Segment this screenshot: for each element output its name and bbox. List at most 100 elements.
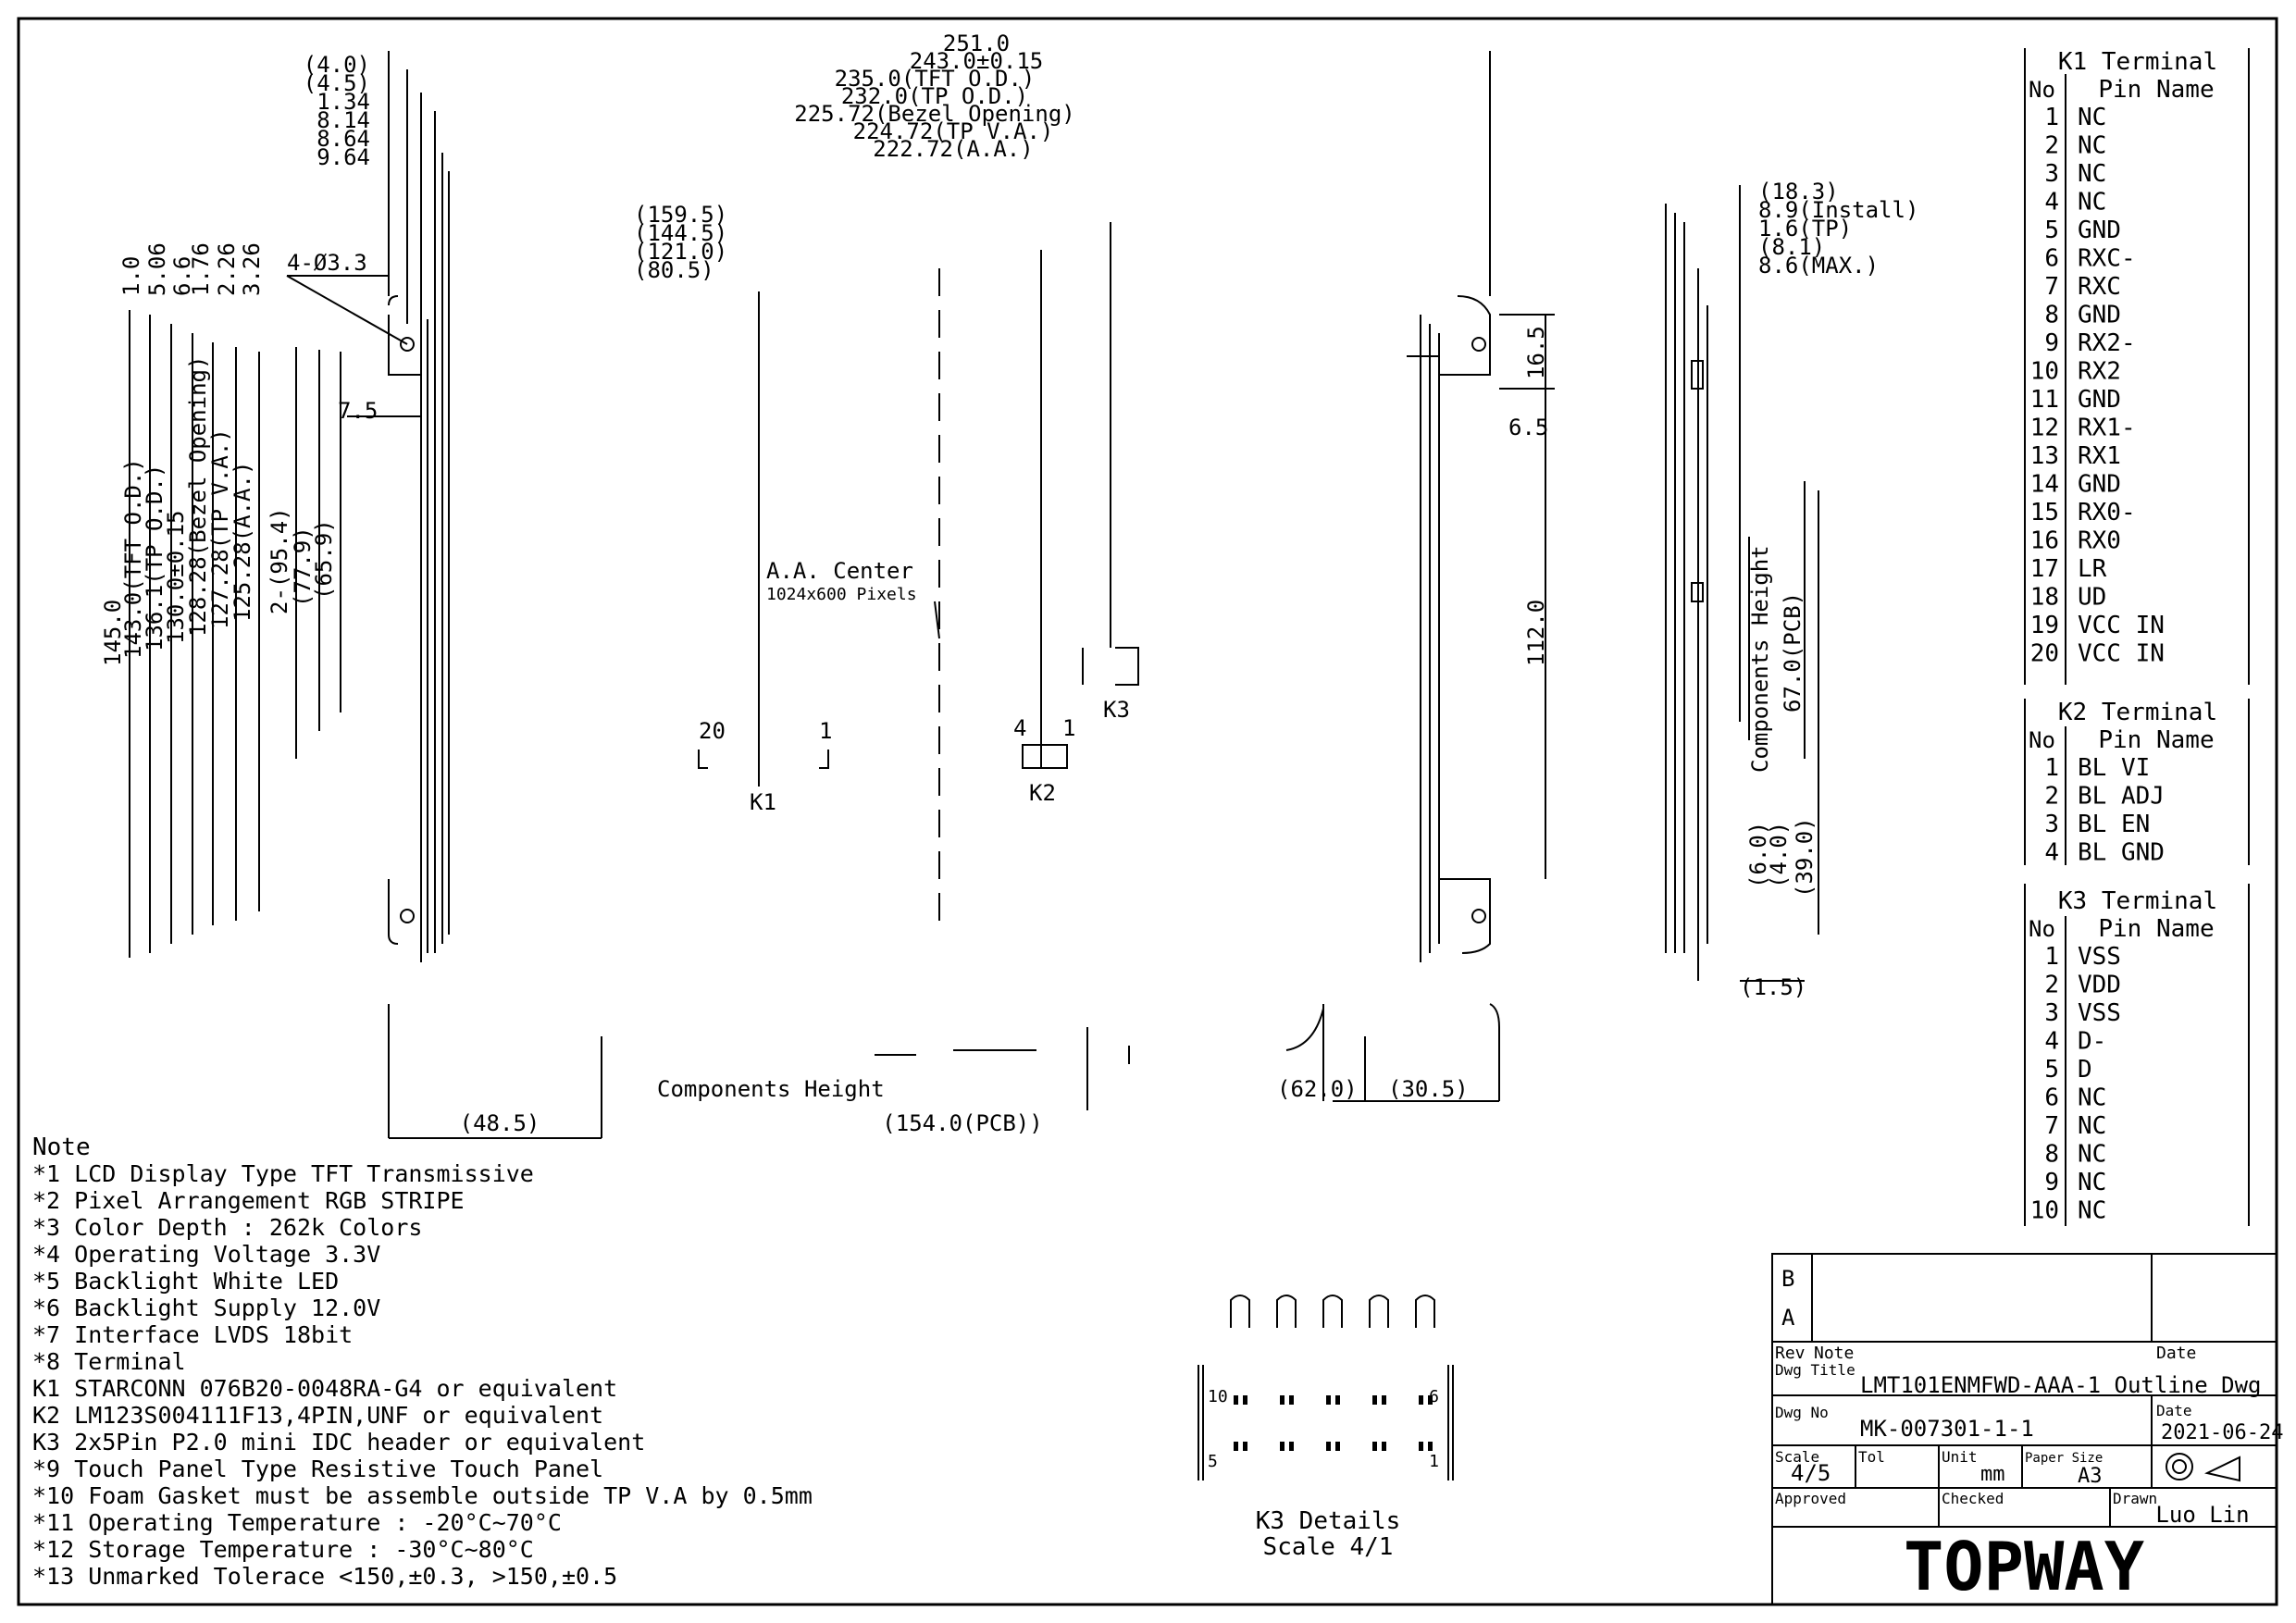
k1-table-row-no: 13 [2030,442,2059,470]
dimension-label: (80.5) [634,257,714,283]
note-line: K2 LM123S004111F13,4PIN,UNF or equivalen… [32,1402,603,1429]
k3-detail-pin: 1 [1429,1452,1439,1471]
bottom-view [601,1004,1366,1138]
k2-table-row-no: 4 [2044,839,2059,867]
note-line: *2 Pixel Arrangement RGB STRIPE [32,1187,465,1214]
k1-connector-outline [698,750,708,769]
dimension-label: 8.14 [316,107,370,133]
dimension-label: (4.5) [304,70,370,96]
dimension-label: 128.28(Bezel Opening) [185,356,211,637]
k2-pin-left: 4 [1013,715,1026,741]
dimension-label: 6.5 [1508,415,1548,440]
note-line: *9 Touch Panel Type Resistive Touch Pane… [32,1456,603,1482]
k1-table-row-name: RX2- [2078,329,2136,357]
k3-table-col-no: No [2029,916,2055,942]
k3-detail-scale: Scale 4/1 [1263,1533,1394,1561]
dimension-label: 3.26 [239,242,265,296]
k1-pin-right: 1 [819,718,832,744]
dimension-label: 7.5 [338,398,378,424]
k3-table-row-no: 9 [2044,1169,2059,1196]
note-line: *1 LCD Display Type TFT Transmissive [32,1160,534,1187]
k1-table-row-no: 19 [2030,612,2059,639]
dimension-label: 251.0 [943,31,1010,56]
k1-table-row-name: GND [2078,217,2121,244]
k1-table-row-name: VCC IN [2078,640,2165,668]
k3-table-row-name: VSS [2078,943,2121,971]
k3-table-col-name: Pin Name [2098,915,2214,943]
drawn: Luo Lin [2155,1502,2249,1528]
paper-size: A3 [2078,1465,2103,1488]
dimension-label: 224.72(TP V.A.) [853,118,1054,144]
dimension-label: 9.64 [316,144,370,170]
rev-header: Rev [1775,1344,1806,1363]
note-line: *11 Operating Temperature : -20°C~70°C [32,1509,562,1536]
k1-table-row-name: VCC IN [2078,612,2165,639]
dimension-label: (18.3) [1758,179,1839,204]
k1-table-row-name: RX2 [2078,358,2121,386]
k1-table-row-no: 10 [2030,358,2059,386]
k3-table-row-name: VSS [2078,999,2121,1027]
dimension-label: 232.0(TP O.D.) [841,83,1028,109]
dimension-label: 112.0 [1523,600,1549,666]
k2-table-row-name: BL EN [2078,811,2150,838]
k2-table-row-name: BL GND [2078,839,2165,867]
k2-table-col-no: No [2029,727,2055,753]
k1-table-row-name: RX1 [2078,442,2121,470]
k2-table-row-name: BL VI [2078,754,2150,782]
dimension-label: (4.0) [304,52,370,78]
dimension-label: (39.0) [1792,817,1818,898]
k1-table-row-no: 5 [2044,217,2059,244]
dwg-title-header: Dwg Title [1775,1361,1855,1379]
k3-table-row-name: NC [2078,1084,2106,1112]
unit-header: Unit [1942,1448,1978,1466]
k1-table-row-no: 18 [2030,584,2059,612]
k1-table-col-name: Pin Name [2098,76,2214,104]
dimension-label: (6.0) [1745,822,1771,888]
k1-table-row-name: RX0 [2078,527,2121,555]
dwg-title: LMT101ENMFWD-AAA-1 Outline Dwg [1860,1372,2261,1398]
checked-header: Checked [1942,1490,2004,1507]
dimension-label: 127.28(TP V.A.) [207,428,233,629]
k3-table-row-no: 8 [2044,1141,2059,1169]
k1-table-row-name: NC [2078,104,2106,131]
k1-table-row-no: 6 [2044,245,2059,273]
dimension-label: (121.0) [634,239,727,265]
k3-label: K3 [1103,697,1130,723]
k1-table-row-name: GND [2078,302,2121,329]
mounting-hole-icon [400,909,415,923]
note-line: *8 Terminal [32,1348,186,1375]
dimension-label: 8.64 [316,126,370,152]
k1-table-row-name: RXC [2078,273,2121,301]
components-height-label: Components Height [1747,545,1773,773]
k3-table-row-no: 6 [2044,1084,2059,1112]
k1-table-row-no: 15 [2030,499,2059,527]
k1-table-row-no: 1 [2044,104,2059,131]
projection-symbol-icon [2204,1456,2240,1482]
sheet-border [17,17,2278,1606]
dwg-no: MK-007301-1-1 [1860,1416,2034,1442]
mounting-hole-icon [1471,337,1486,352]
dwg-no-header: Dwg No [1775,1404,1829,1421]
tol-header: Tol [1858,1448,1885,1466]
drawn-header: Drawn [2113,1490,2157,1507]
pixel-label: 1024x600 Pixels [766,585,917,604]
center-connector-area [698,222,1139,925]
k1-table-row-no: 7 [2044,273,2059,301]
note-line: K1 STARCONN 076B20-0048RA-G4 or equivale… [32,1375,617,1402]
note-line: *13 Unmarked Tolerace <150,±0.3, >150,±0… [32,1563,617,1590]
dimension-label: (1.5) [1740,974,1806,1000]
dimension-label: (77.9) [290,527,316,607]
approved-header: Approved [1775,1490,1846,1507]
scale-header: Scale [1775,1448,1819,1466]
k2-table-row-no: 1 [2044,754,2059,782]
k3-table-row-no: 3 [2044,999,2059,1027]
note-header: Note [1814,1344,1854,1363]
note-line: *6 Backlight Supply 12.0V [32,1295,380,1321]
notes-title: Note [32,1134,91,1161]
k1-table-row-name: RX0- [2078,499,2136,527]
k1-table-row-no: 16 [2030,527,2059,555]
k2-table-row-no: 3 [2044,811,2059,838]
dimension-label: (159.5) [634,202,727,228]
